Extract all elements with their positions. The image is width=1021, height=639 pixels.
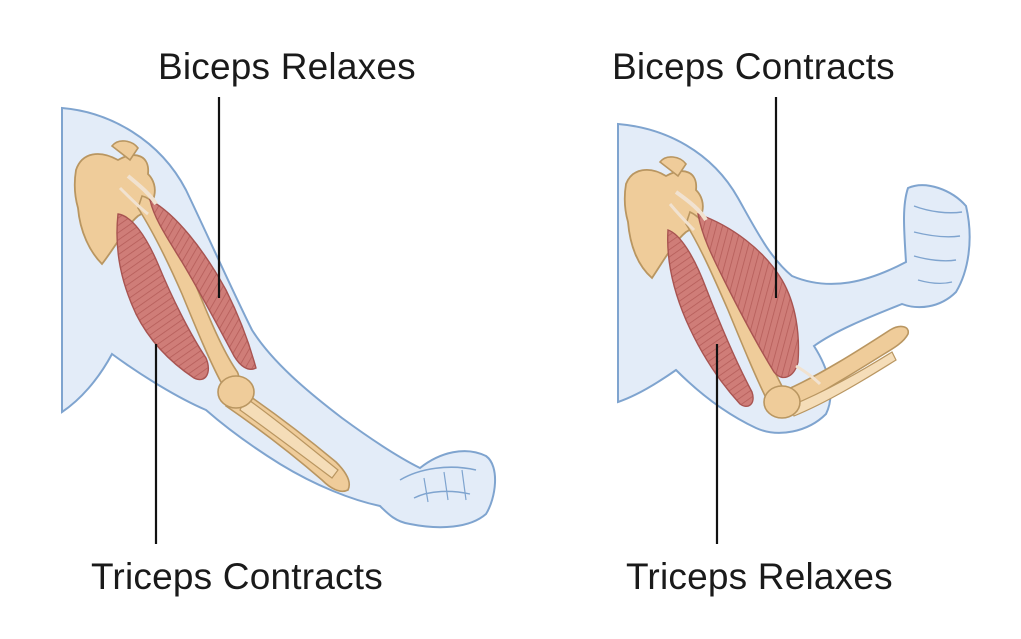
right-biceps-muscle	[697, 212, 800, 379]
right-triceps-label: Triceps Relaxes	[626, 556, 893, 597]
left-arm-extended	[61, 106, 497, 529]
right-ulna	[789, 351, 897, 417]
right-arm-flexed	[617, 122, 971, 434]
right-radius	[785, 325, 910, 412]
right-triceps-muscle	[666, 229, 754, 408]
left-ulna	[239, 397, 339, 479]
left-triceps-label: Triceps Contracts	[91, 556, 383, 597]
left-triceps-muscle	[116, 213, 210, 381]
right-biceps-label: Biceps Contracts	[612, 46, 895, 87]
left-biceps-label: Biceps Relaxes	[158, 46, 416, 87]
left-arm-skin	[61, 106, 497, 529]
left-biceps-muscle	[148, 198, 257, 370]
